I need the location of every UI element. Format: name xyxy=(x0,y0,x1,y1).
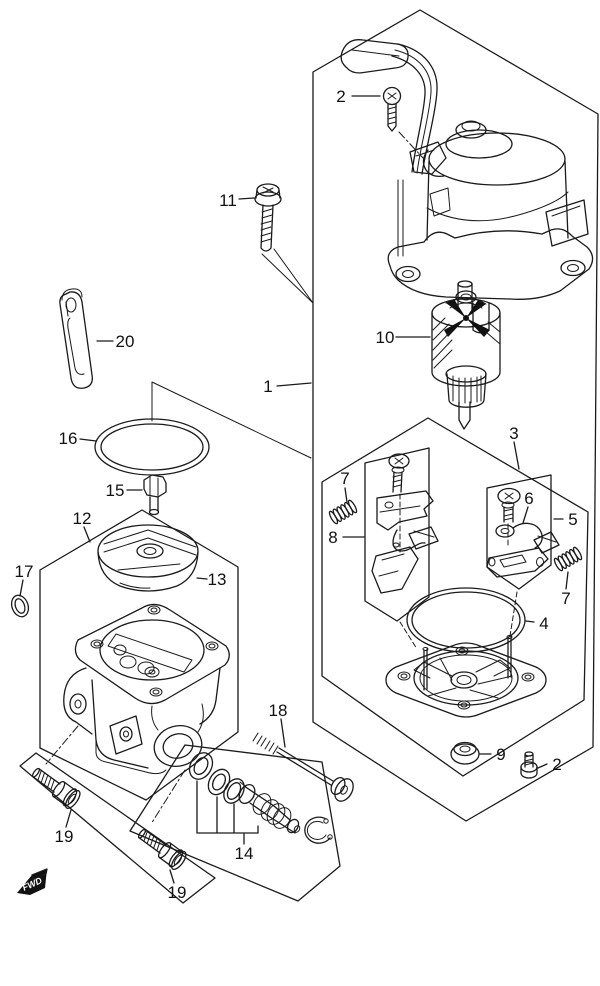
part-number-label: 14 xyxy=(235,844,254,863)
snap-ring xyxy=(304,816,333,844)
assembly-box-1-outline xyxy=(312,9,599,822)
callout-part-2: 2 xyxy=(537,755,562,774)
callout-part-12: 12 xyxy=(73,509,92,543)
assembly-box-3-outline xyxy=(321,417,589,777)
callout-part-6: 6 xyxy=(522,489,534,524)
valve-kit-box-14-outline xyxy=(129,744,341,902)
brush-holder-kit-8 xyxy=(371,453,439,594)
part-number-label: 2 xyxy=(336,87,345,106)
part-number-label: 17 xyxy=(15,562,34,581)
callout-part-11: 11 xyxy=(219,191,255,210)
sub-box-5-outline xyxy=(486,474,552,590)
callout-part-13: 13 xyxy=(196,570,227,589)
brush-holder-kit-5 xyxy=(486,487,560,578)
pump-body-drawing xyxy=(63,603,230,775)
callout-part-9: 9 xyxy=(479,745,506,764)
part-number-label: 8 xyxy=(328,528,337,547)
part-number-label: 9 xyxy=(496,745,505,764)
part-number-label: 18 xyxy=(269,701,288,720)
filter-plate-13 xyxy=(97,524,199,592)
callout-part-10: 10 xyxy=(376,328,431,347)
grommet-9 xyxy=(450,741,480,765)
fitting-15 xyxy=(143,474,167,516)
o-ring-17 xyxy=(10,594,30,618)
valve-kit-14 xyxy=(188,752,301,834)
callout-part-19: 19 xyxy=(55,809,74,846)
callout-part-7: 7 xyxy=(340,469,350,503)
o-ring-16 xyxy=(94,418,210,476)
callout-part-15: 15 xyxy=(106,481,143,500)
part-number-label: 2 xyxy=(552,755,561,774)
flange-bolt-11 xyxy=(254,183,282,252)
callout-part-18: 18 xyxy=(269,701,288,748)
motor-assembly-drawing xyxy=(340,39,594,334)
part-number-label: 7 xyxy=(561,589,570,608)
pointer-lines xyxy=(45,131,518,825)
screw-2-top xyxy=(382,86,402,132)
callout-part-20: 20 xyxy=(96,332,135,351)
part-number-label: 19 xyxy=(55,827,74,846)
part-number-label: 3 xyxy=(509,424,518,443)
armature-drawing xyxy=(431,280,501,430)
callout-part-3: 3 xyxy=(509,424,520,470)
callout-part-8: 8 xyxy=(328,528,365,547)
part-number-label: 1 xyxy=(263,377,272,396)
callout-part-4: 4 xyxy=(525,614,549,633)
part-number-label: 12 xyxy=(73,509,92,528)
part-number-label: 6 xyxy=(524,489,533,508)
strap-20 xyxy=(59,288,93,389)
callout-part-2: 2 xyxy=(336,87,381,106)
callout-part-17: 17 xyxy=(15,562,34,597)
spring-7-right xyxy=(553,546,583,572)
callout-part-14: 14 xyxy=(235,833,254,863)
assembly-box-12-outline xyxy=(39,509,239,801)
callout-part-19: 19 xyxy=(168,869,187,902)
part-number-label: 7 xyxy=(340,469,349,488)
screw-19-lower xyxy=(137,828,187,871)
part-number-label: 16 xyxy=(59,429,78,448)
end-frame-brush-card xyxy=(385,635,547,718)
part-number-label: 4 xyxy=(539,614,548,633)
part-number-label: 19 xyxy=(168,883,187,902)
part-number-label: 13 xyxy=(208,570,227,589)
sub-box-8-outline xyxy=(364,447,430,622)
screw-box-19-outline xyxy=(19,752,216,904)
callout-part-5: 5 xyxy=(553,510,578,529)
callout-part-1: 1 xyxy=(263,377,312,396)
callout-part-16: 16 xyxy=(59,429,97,448)
screw-19-upper xyxy=(31,767,81,810)
screw-2-bottom xyxy=(520,751,538,779)
part-number-label: 15 xyxy=(106,481,125,500)
callout-part-7: 7 xyxy=(561,571,571,608)
part-number-label: 5 xyxy=(568,510,577,529)
callout-14-bracket xyxy=(196,780,259,834)
part-number-label: 10 xyxy=(376,328,395,347)
spring-7-left xyxy=(328,499,358,525)
part-number-label: 11 xyxy=(219,191,237,210)
stud-bolt-18 xyxy=(252,732,354,802)
fwd-arrow: FWD xyxy=(17,868,48,895)
part-number-label: 20 xyxy=(116,332,135,351)
